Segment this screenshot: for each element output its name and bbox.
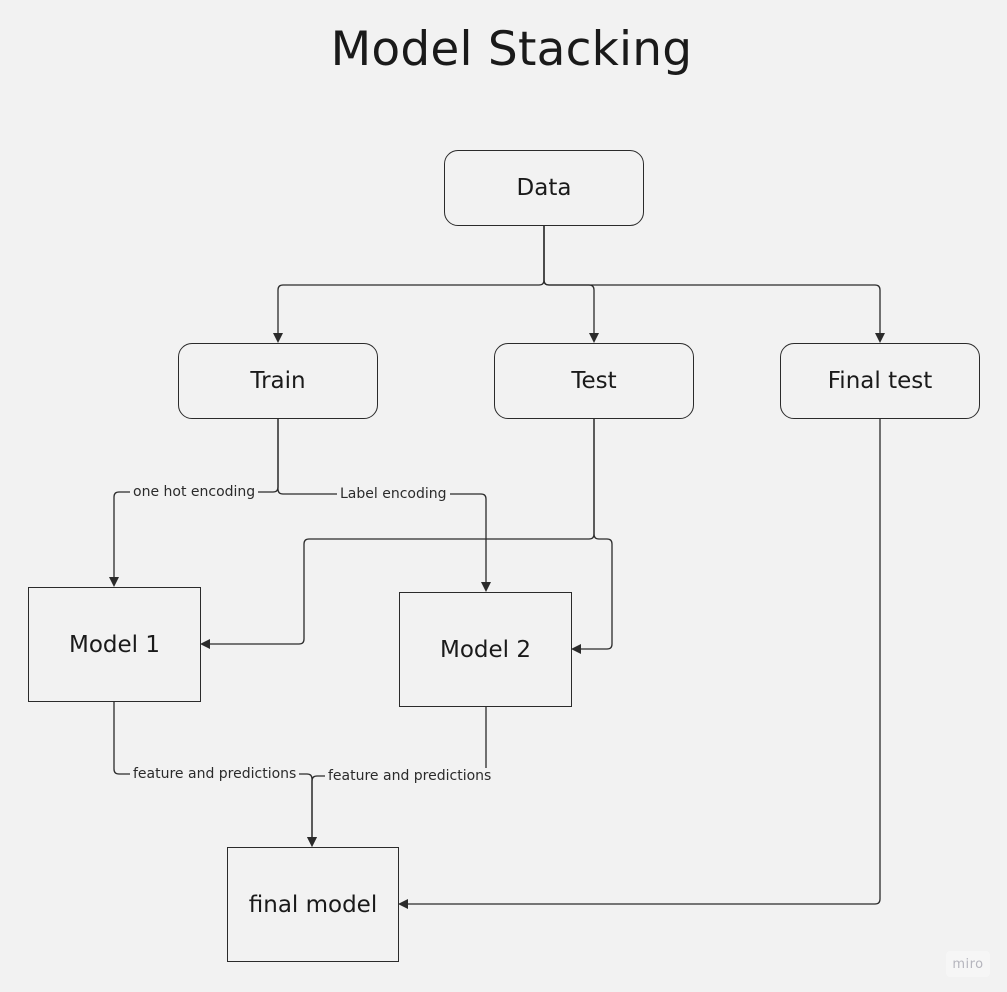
edge-train-model1 (109, 419, 279, 587)
edge-label-feature-predictions-2: feature and predictions (325, 768, 495, 784)
edge-test-model2 (571, 419, 613, 654)
node-test[interactable]: Test (494, 343, 694, 419)
node-model-2[interactable]: Model 2 (399, 592, 572, 707)
edge-data-finaltest (543, 226, 885, 343)
edge-test-model1 (200, 419, 595, 649)
diagram-title: Model Stacking (330, 22, 693, 77)
edge-label-label-encoding: Label encoding (337, 486, 450, 502)
edge-label-one-hot-encoding: one hot encoding (130, 484, 259, 500)
edge-finaltest-final (398, 419, 881, 909)
node-data[interactable]: Data (444, 150, 644, 226)
miro-watermark: miro (946, 951, 990, 977)
node-train[interactable]: Train (178, 343, 378, 419)
edge-label-feature-predictions-1: feature and predictions (130, 766, 300, 782)
edge-data-test (543, 226, 599, 343)
node-final-model[interactable]: final model (227, 847, 399, 962)
edge-data-train (273, 226, 545, 343)
edge-train-model2 (277, 419, 491, 592)
node-final-test[interactable]: Final test (780, 343, 980, 419)
node-model-1[interactable]: Model 1 (28, 587, 201, 702)
